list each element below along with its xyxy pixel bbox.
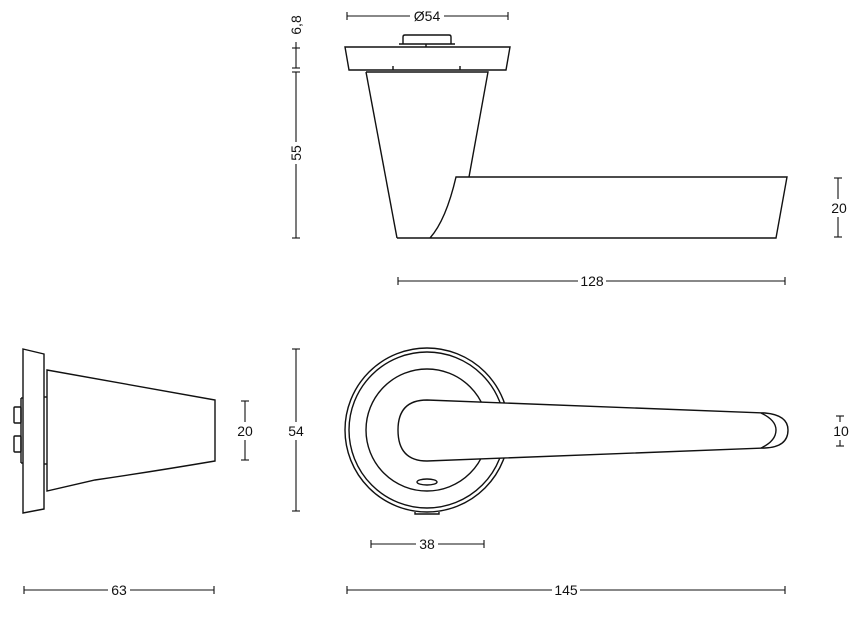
side-view: Ø54 6,8 55 20 — [288, 7, 850, 290]
front-view: 54 10 38 145 — [285, 347, 852, 599]
svg-text:63: 63 — [111, 582, 127, 598]
dim-overall-length: 145 — [346, 581, 786, 599]
dim-lever-tip-height: 20 — [233, 400, 257, 461]
end-view: 20 63 — [13, 348, 257, 599]
svg-text:38: 38 — [419, 536, 435, 552]
dim-neck-diameter: 38 — [370, 535, 485, 553]
rosette-plate — [344, 46, 511, 71]
rosette-cap — [402, 34, 452, 44]
dim-projection: 63 — [23, 581, 215, 599]
dim-lever-height: 20 — [826, 177, 850, 238]
lever-top-outline — [397, 399, 789, 462]
dim-lever-tip-width: 10 — [830, 415, 852, 447]
svg-text:Ø54: Ø54 — [414, 8, 441, 24]
rosette-plate-edge — [22, 348, 45, 514]
dim-neck-height: 55 — [288, 71, 304, 239]
svg-text:10: 10 — [833, 423, 849, 439]
svg-text:145: 145 — [554, 582, 578, 598]
lever-tip-arc — [760, 412, 777, 449]
cap-button-bottom — [13, 435, 22, 453]
cap-button-top — [13, 406, 22, 424]
screw-slot — [416, 478, 438, 486]
svg-text:20: 20 — [831, 200, 847, 216]
dim-lever-length: 128 — [397, 272, 786, 290]
svg-text:128: 128 — [580, 273, 604, 289]
dim-rosette-thickness: 6,8 — [288, 10, 304, 69]
lever-taper — [46, 369, 216, 492]
lever-body — [397, 176, 788, 239]
svg-text:54: 54 — [288, 423, 304, 439]
svg-text:55: 55 — [288, 145, 304, 161]
dim-rosette-diameter-front: 54 — [285, 348, 307, 512]
svg-text:20: 20 — [237, 423, 253, 439]
dim-rosette-diameter: Ø54 — [346, 7, 509, 25]
lever-neck — [366, 71, 489, 178]
svg-text:6,8: 6,8 — [288, 15, 304, 35]
